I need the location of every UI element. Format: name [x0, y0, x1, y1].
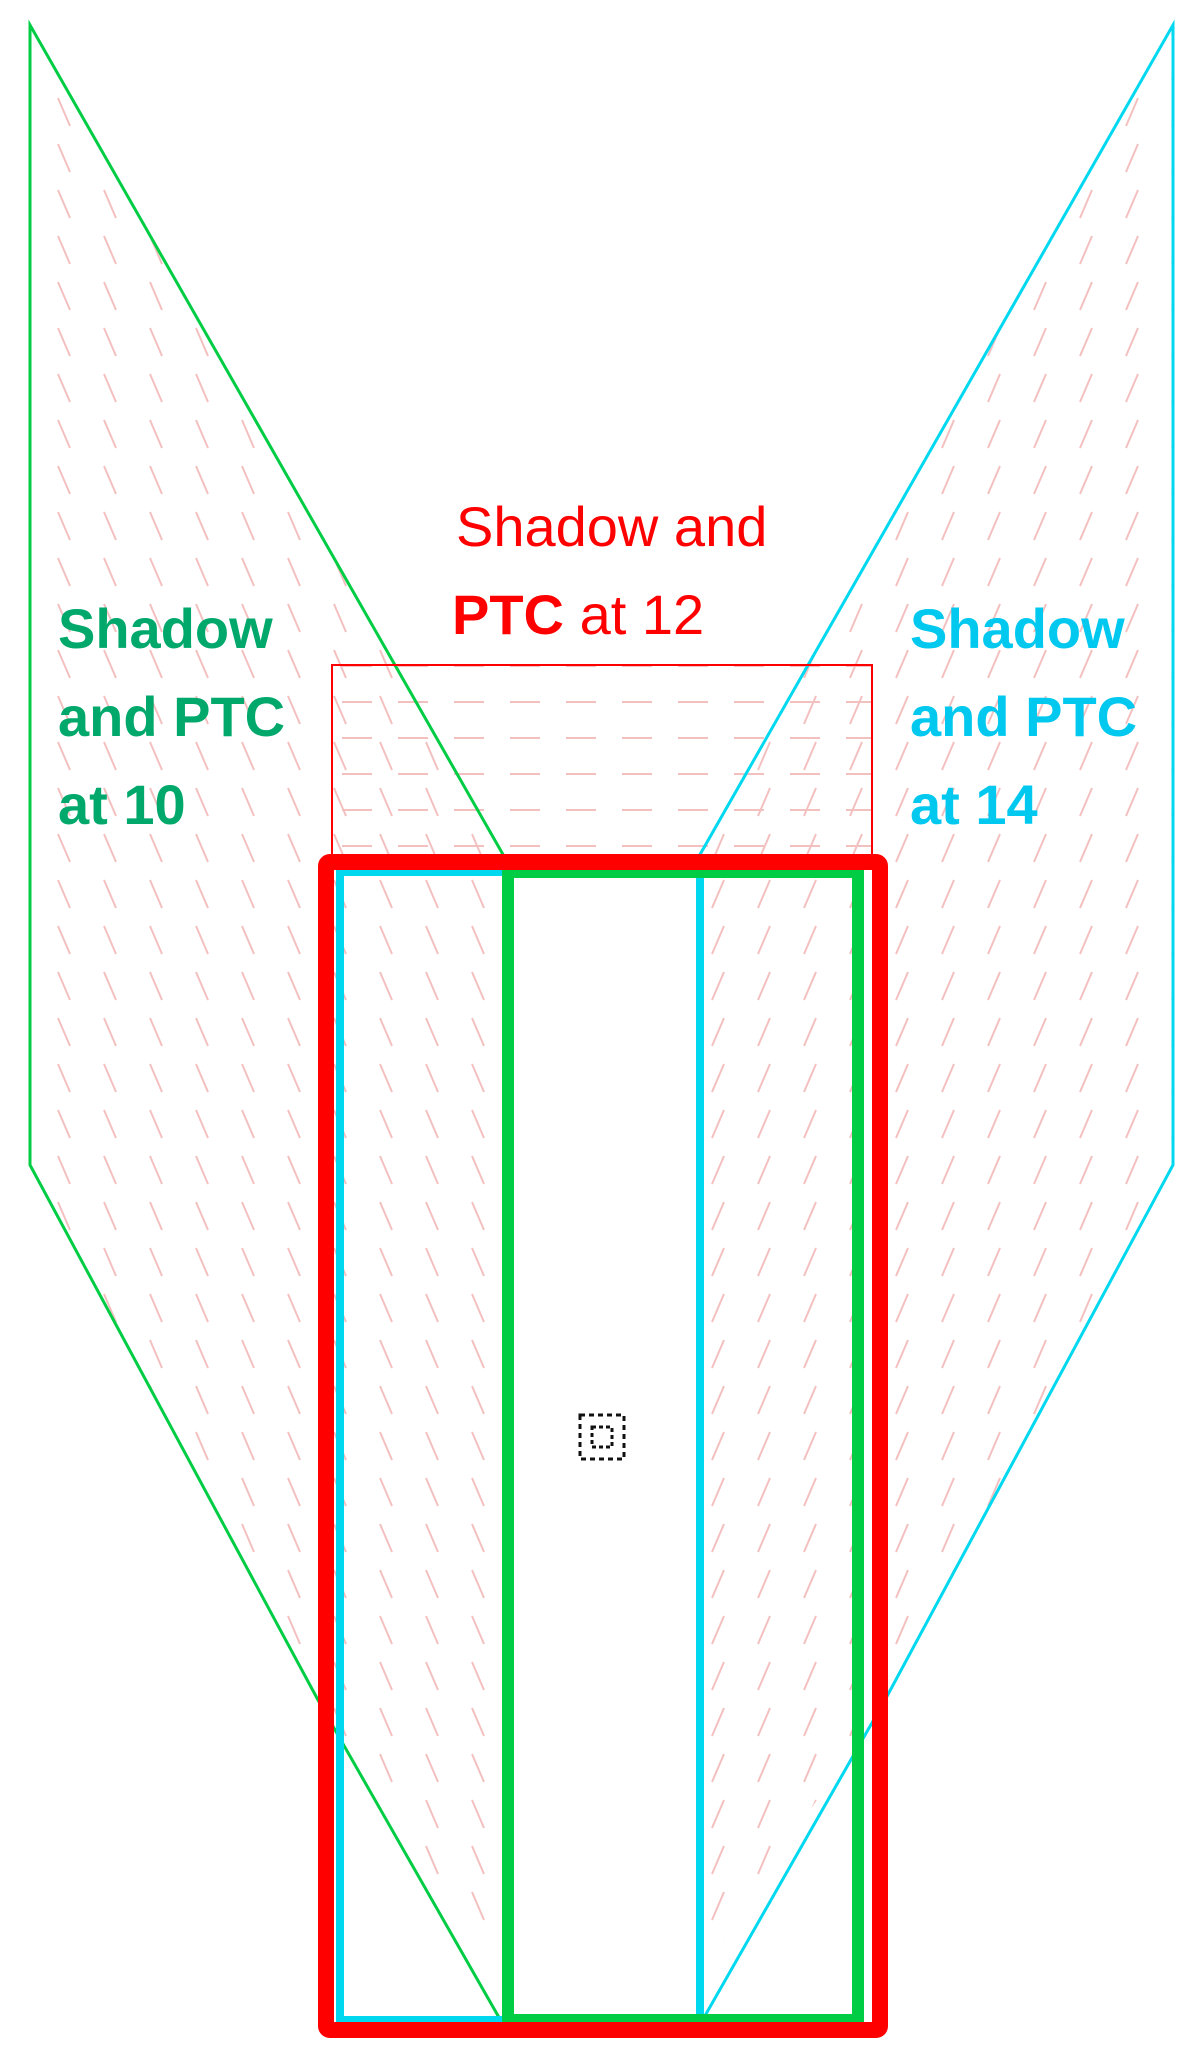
cyan-label: Shadow and PTC at 14 — [910, 597, 1153, 836]
cyan-label-line3: at 14 — [910, 773, 1038, 836]
dotted-square-icon — [578, 1413, 626, 1461]
cyan-label-line2: and PTC — [910, 685, 1137, 748]
green-label-line3: at 10 — [58, 773, 186, 836]
cyan-shadow-hatch — [698, 25, 1173, 1975]
green-shadow-outline — [28, 19, 507, 2029]
green-panel-outline — [502, 866, 864, 2026]
red-label-ptc: PTC — [452, 583, 564, 646]
red-label-line1: Shadow and — [456, 495, 767, 558]
green-label: Shadow and PTC at 10 — [58, 597, 301, 836]
red-panel-outline — [318, 854, 888, 2038]
red-label-line2: PTC at 12 — [452, 583, 704, 646]
red-shadow-hatch — [332, 665, 872, 855]
green-label-line2: and PTC — [58, 685, 285, 748]
cyan-label-line1: Shadow — [910, 597, 1125, 660]
green-shadow-hatch — [30, 25, 505, 1975]
green-label-line1: Shadow — [58, 597, 273, 660]
cyan-shadow-outline — [696, 19, 1175, 2029]
red-label-at: at 12 — [580, 583, 705, 646]
